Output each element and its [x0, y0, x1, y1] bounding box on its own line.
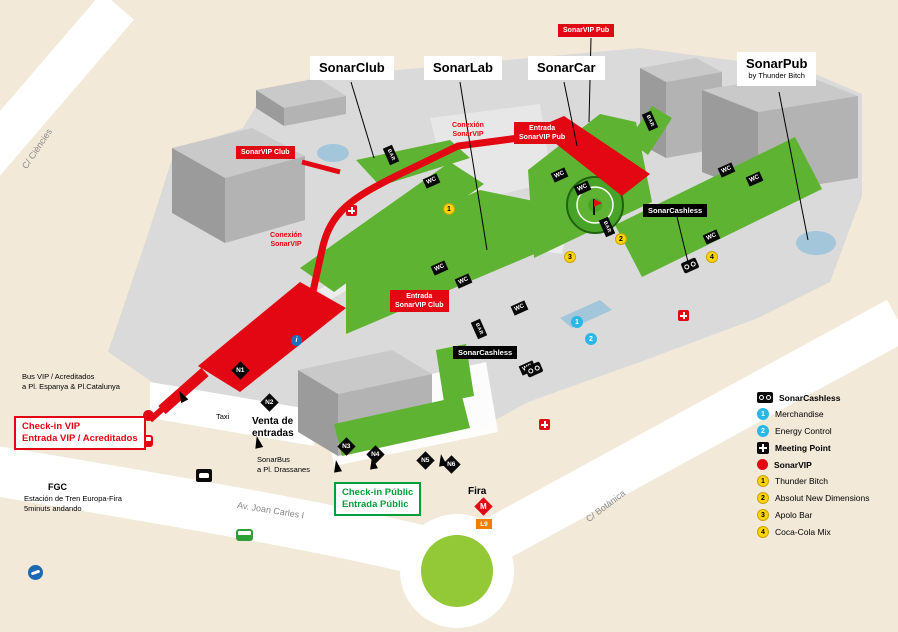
- legend-item-absolut-new-dimensions: 2 Absolut New Dimensions: [757, 492, 869, 504]
- flag-icon: [593, 199, 603, 215]
- legend-item-sonarvip: SonarVIP: [757, 459, 869, 470]
- roundabout: [421, 535, 493, 607]
- legend-item-thunder-bitch: 1 Thunder Bitch: [757, 475, 869, 487]
- fgc-logo: [28, 565, 43, 580]
- energy-control-icon: 2: [757, 425, 769, 437]
- metro-l9-icon: L9: [476, 519, 492, 529]
- sonarbus-icon: [236, 529, 253, 541]
- sonarcashless-label-right: SonarCashless: [643, 204, 708, 217]
- venue-area-pub: [615, 137, 822, 277]
- building-top-left: [172, 128, 305, 243]
- map-legend: SonarCashless 1 Merchandise 2 Energy Con…: [757, 392, 869, 543]
- first-aid-icon: [678, 310, 689, 321]
- conexion-sonarvip-left: Conexión SonarVIP: [270, 232, 302, 248]
- conexion-sonarvip-center: Conexión SonarVIP: [452, 122, 484, 138]
- meeting-point-icon: [757, 442, 769, 454]
- venue-area-club: [300, 162, 484, 292]
- vip-pub-flag-label: SonarVIP Pub: [558, 24, 615, 38]
- fgc-label: FGC: [48, 482, 67, 492]
- checkin-vip-line2: Entrada VIP / Acreditados: [22, 432, 138, 444]
- venue-label-club: SonarClub: [310, 56, 394, 81]
- cashless-machine-icon: [757, 392, 773, 403]
- callout-lines: [350, 37, 809, 263]
- legend-item-coca-cola-mix: 4 Coca-Cola Mix: [757, 526, 869, 538]
- entrada-sonarvip-pub-label: Entrada SonarVIP Pub: [514, 122, 571, 145]
- sonarvip-point: [143, 410, 154, 421]
- poi-coca-cola-mix: 4: [706, 251, 718, 263]
- poi-4-icon: 4: [757, 526, 769, 538]
- dome-pub: [796, 231, 836, 255]
- legend-item-merchandise: 1 Merchandise: [757, 408, 869, 420]
- public-entrance-walk: [334, 396, 470, 456]
- taxi-label: Taxi: [216, 412, 230, 421]
- poi-1-icon: 1: [757, 475, 769, 487]
- legend-item-meeting-point: Meeting Point: [757, 442, 869, 454]
- building-small-top: [256, 78, 346, 126]
- sonarvip-icon: [757, 459, 768, 470]
- poi-merchandise: 1: [571, 316, 583, 328]
- fira-label: Fira: [468, 486, 487, 497]
- poi-apolo-bar: 3: [564, 251, 576, 263]
- sonarcashless-label-center: SonarCashless: [453, 346, 518, 359]
- first-aid-icon: [539, 419, 550, 430]
- merchandise-icon: 1: [757, 408, 769, 420]
- legend-item-energy-control: 2 Energy Control: [757, 425, 869, 437]
- checkin-vip-box: Check-in VIP Entrada VIP / Acreditados: [14, 416, 146, 450]
- venue-label-pub: SonarPub by Thunder Bitch: [737, 52, 817, 86]
- poi-thunder-bitch: 1: [443, 203, 455, 215]
- bus-vip-label: Bus VIP / Acreditados a Pl. Espanya & Pl…: [22, 372, 120, 391]
- vip-club-flag-label: SonarVIP Club: [236, 146, 295, 160]
- fgc-description: Estación de Tren Europa-Fira 5minuts and…: [24, 494, 122, 513]
- checkin-public-line1: Check-in Públic: [342, 487, 414, 498]
- venue-label-pub-sub: by Thunder Bitch: [748, 71, 805, 81]
- venue-label-lab: SonarLab: [424, 56, 502, 81]
- dome-club: [317, 144, 349, 162]
- info-icon: i: [291, 335, 302, 346]
- first-aid-icon: [346, 205, 357, 216]
- taxi-icon: [196, 469, 212, 482]
- poi-2-icon: 2: [757, 492, 769, 504]
- venue-label-car: SonarCar: [528, 56, 605, 81]
- legend-item-sonarcashless: SonarCashless: [757, 392, 869, 403]
- legend-item-apolo-bar: 3 Apolo Bar: [757, 509, 869, 521]
- sonarbus-label: SonarBus a Pl. Drassanes: [257, 455, 310, 474]
- checkin-vip-line1: Check-in VIP: [22, 421, 81, 432]
- poi-3-icon: 3: [757, 509, 769, 521]
- poi-energy-control: 2: [585, 333, 597, 345]
- poi-absolut-new-dimensions: 2: [615, 233, 627, 245]
- entrada-sonarvip-club-label: Entrada SonarVIP Club: [390, 290, 449, 313]
- ticket-sales-label: Venta de entradas: [252, 416, 294, 439]
- checkin-public-box: Check-in Públic Entrada Públic: [334, 482, 422, 516]
- checkin-public-line2: Entrada Públic: [342, 498, 409, 510]
